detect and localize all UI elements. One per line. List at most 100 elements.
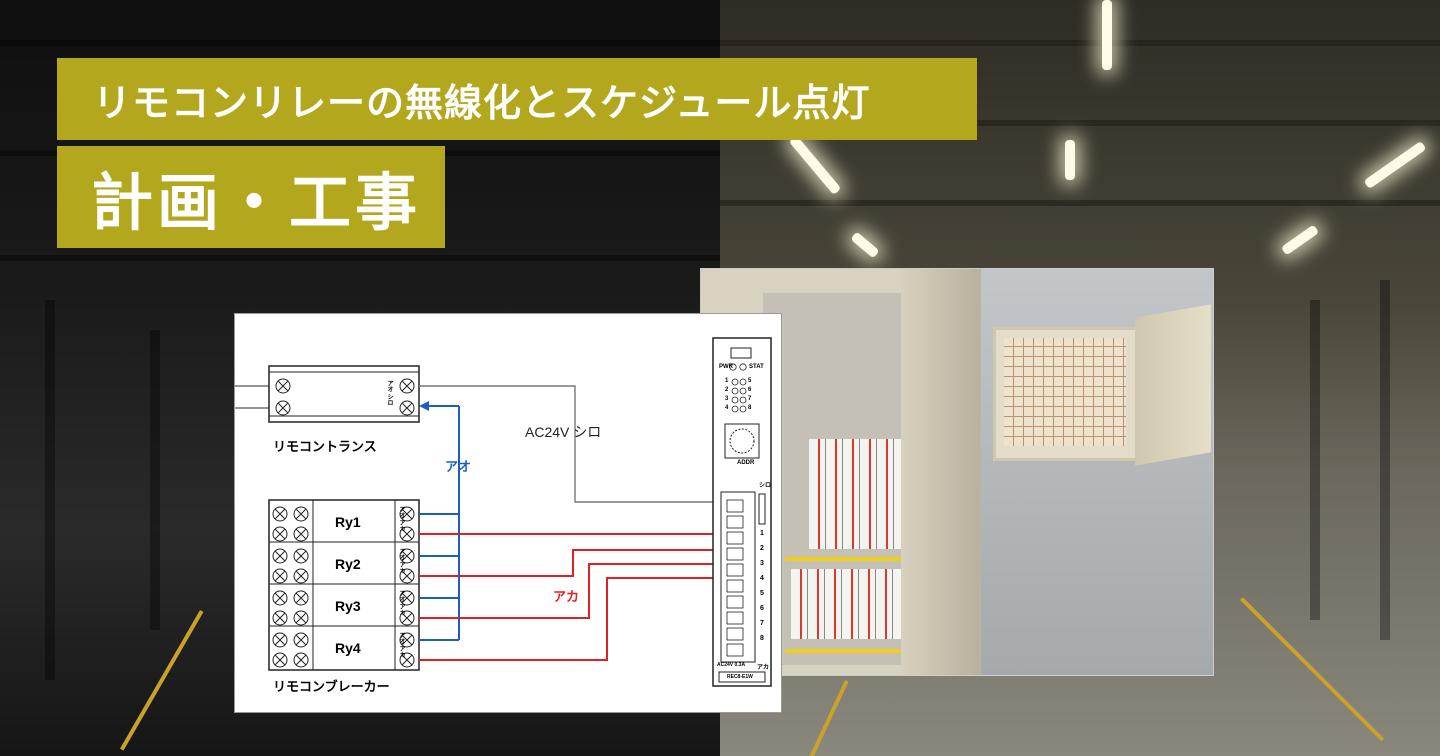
ceiling-light — [1102, 0, 1112, 70]
ceiling-beam — [720, 200, 1440, 206]
breaker-terminal-cross — [274, 528, 286, 540]
relay-label-ry1: Ry1 — [335, 514, 361, 530]
led-number: 4 — [725, 405, 729, 411]
controller-terminal — [726, 499, 744, 513]
led-number: 1 — [725, 378, 729, 384]
terminal-tag: アオ アカ — [398, 548, 404, 574]
title-line-2: 計画・工事 — [57, 146, 445, 248]
controller-leds — [729, 363, 747, 413]
status-led — [731, 396, 739, 404]
breaker-terminal-cross — [401, 528, 413, 540]
relay-label-ry2: Ry2 — [335, 556, 361, 572]
breaker-terminal-cross — [401, 550, 413, 562]
controller-terminal — [726, 579, 744, 593]
status-led — [731, 405, 739, 413]
breaker-terminal-cross — [401, 612, 413, 624]
terminal-tag: アオ アカ — [398, 506, 404, 532]
pillar — [1380, 280, 1390, 640]
breaker-terminal-cross — [274, 612, 286, 624]
ceiling-beam — [0, 255, 720, 261]
breaker-terminal-cross — [295, 634, 307, 646]
led-number: 6 — [748, 387, 752, 393]
terminal-number: 8 — [760, 635, 764, 642]
breaker-terminal-cross — [401, 508, 413, 520]
breaker-terminal-cross — [274, 654, 286, 666]
breaker-terminal-cross — [401, 634, 413, 646]
control-box-door — [1135, 304, 1211, 466]
controller-terminal — [726, 595, 744, 609]
relay-label-ry3: Ry3 — [335, 598, 361, 614]
controller-model: REC8-E1W — [727, 674, 753, 680]
terminal-number: 6 — [760, 605, 764, 612]
breaker-terminal-cross — [295, 654, 307, 666]
red-wire-ry4 — [419, 577, 725, 661]
controller-terminal — [726, 547, 744, 561]
breaker-dividers — [269, 500, 419, 670]
status-led — [739, 387, 747, 395]
breaker-label: リモコンブレーカー — [273, 679, 390, 694]
terminal-slot — [758, 493, 766, 525]
blue-wire-label: アオ — [445, 459, 472, 474]
breaker-terminals — [272, 506, 415, 668]
terminal-tag: アオ アカ — [398, 590, 404, 616]
status-led — [731, 378, 739, 386]
controller-terminal — [726, 531, 744, 545]
transformer-label: リモコントランス — [273, 439, 377, 454]
status-led — [739, 405, 747, 413]
ceiling-beam — [720, 120, 1440, 126]
stat-led — [739, 363, 747, 371]
blue-wire-arrow — [419, 401, 429, 411]
controller-terminal — [726, 643, 744, 657]
controller-logo — [730, 347, 752, 359]
led-number: 3 — [725, 396, 729, 402]
breaker-terminal-cross — [274, 634, 286, 646]
pillar — [1310, 300, 1320, 620]
breaker-terminal-cross — [295, 592, 307, 604]
terminal-tag: アオ アカ — [398, 632, 404, 658]
red-wire-ry3 — [419, 563, 725, 619]
cable — [785, 649, 905, 653]
addr-label: ADDR — [737, 460, 755, 466]
breaker-terminal-cross — [274, 570, 286, 582]
ceiling-beam — [0, 40, 720, 46]
breaker-terminal-cross — [274, 508, 286, 520]
breaker-terminal-cross — [401, 654, 413, 666]
ceiling-beam — [720, 40, 1440, 46]
breaker-terminal-cross — [274, 592, 286, 604]
address-dial — [729, 428, 755, 454]
transformer-box — [268, 365, 420, 423]
title-line-1: リモコンリレーの無線化とスケジュール点灯 — [57, 58, 977, 140]
terminal-number: 2 — [760, 545, 764, 552]
terminal-number: 1 — [760, 530, 764, 537]
controller-terminal — [726, 515, 744, 529]
model-plate — [718, 671, 766, 683]
cable — [785, 557, 905, 561]
controller-bottom-tag: アカ — [757, 665, 770, 671]
status-led — [739, 378, 747, 386]
ceiling-light — [1065, 140, 1075, 180]
breaker-terminal-cross — [295, 528, 307, 540]
breaker-terminal-cross — [295, 550, 307, 562]
stat-label: STAT — [749, 364, 764, 370]
terminal-number: 5 — [760, 590, 764, 597]
pillar — [45, 300, 55, 680]
controller-terminals — [726, 499, 744, 657]
breaker-terminal-cross — [274, 550, 286, 562]
controller-top-tag: シロ — [759, 483, 772, 489]
transformer-terminal-tag: アオ シロ — [386, 380, 392, 406]
led-number: 7 — [748, 396, 752, 402]
mounting-plate — [1004, 338, 1126, 446]
controller-terminal — [726, 627, 744, 641]
breaker-bank — [809, 439, 909, 549]
status-led — [739, 396, 747, 404]
wiring-diagram: リモコントランス リモコンブレーカー AC24V シロ アオ アカ Ry1 Ry… — [234, 313, 782, 713]
breaker-terminal-cross — [295, 570, 307, 582]
panel-door — [901, 269, 979, 675]
ac24v-wire — [419, 385, 725, 503]
red-wire-label: アカ — [553, 589, 580, 604]
wiring-diagram-svg — [235, 337, 772, 687]
transformer-terminals — [275, 378, 415, 416]
breaker-terminal-cross — [401, 570, 413, 582]
led-number: 8 — [748, 405, 752, 411]
breaker-bank — [791, 569, 911, 639]
